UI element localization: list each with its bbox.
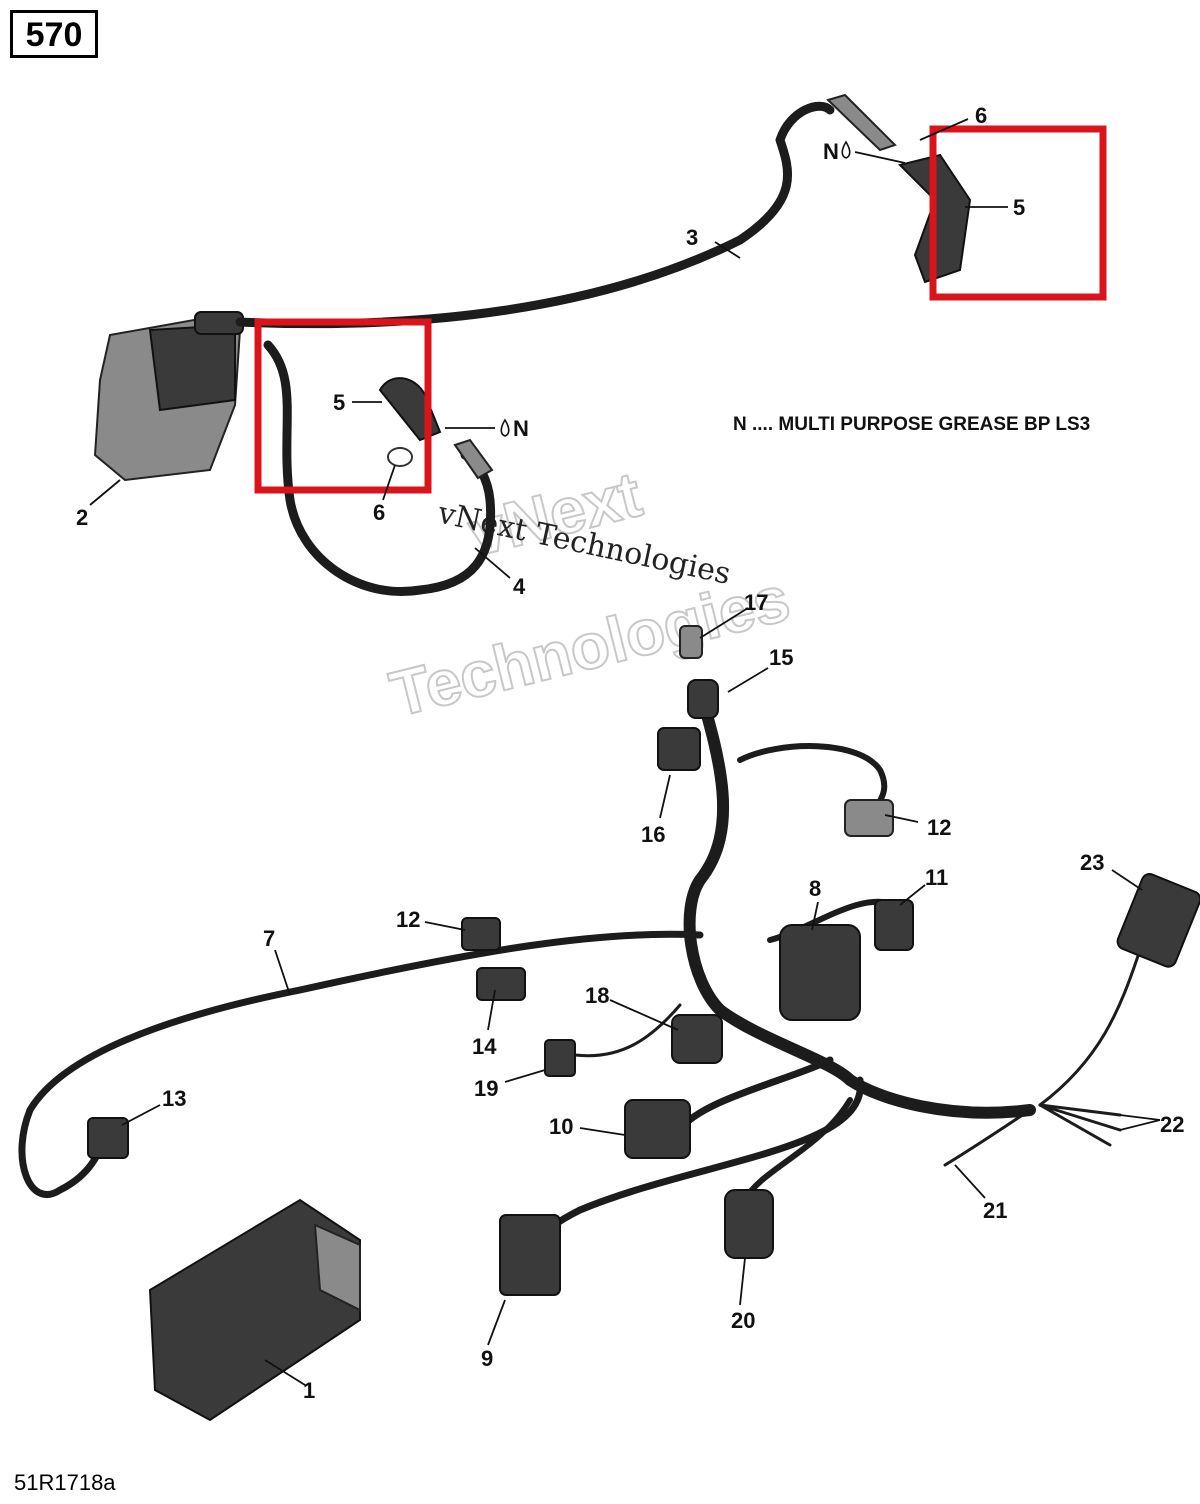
harness-branch-23	[1038, 948, 1142, 1107]
engine-wiring-harness	[18, 625, 1200, 1422]
highlight-box-right	[929, 125, 1107, 301]
harness-branch-7	[18, 930, 704, 1198]
connector-17	[679, 625, 703, 659]
connector-23	[1116, 873, 1200, 968]
harness-branch-22	[1038, 1103, 1122, 1147]
callout-15: 15	[769, 645, 793, 670]
watermark: vNext Technologies vNext Technologies	[382, 457, 797, 732]
callout-6-right: 6	[975, 103, 987, 128]
callout-18: 18	[585, 983, 609, 1008]
callout-9: 9	[481, 1346, 493, 1371]
callout-12-left: 12	[396, 907, 420, 932]
harness-main-trunk	[683, 684, 1036, 1119]
callout-6-left: 6	[373, 500, 385, 525]
cable-3-end	[826, 93, 897, 152]
callout-19: 19	[474, 1076, 498, 1101]
harness-branch-9	[536, 1076, 864, 1244]
callout-14: 14	[472, 1034, 497, 1059]
connector-12-left	[461, 917, 501, 951]
callout-21: 21	[983, 1198, 1007, 1223]
connector-19	[544, 1039, 576, 1077]
leader-lines	[89, 118, 1161, 1386]
connector-11	[874, 899, 914, 951]
connector-15	[687, 679, 719, 719]
connector-8-relay	[779, 924, 861, 1021]
callout-7: 7	[263, 926, 275, 951]
connector-16	[657, 727, 701, 771]
grease-drop-icon	[841, 140, 851, 159]
harness-branch-20	[742, 1097, 853, 1203]
highlight-box-left	[254, 318, 432, 494]
callout-2: 2	[76, 505, 88, 530]
callout-22: 22	[1160, 1112, 1184, 1137]
callout-10: 10	[549, 1114, 573, 1139]
connector-12-top	[844, 799, 894, 837]
connector-14	[476, 967, 526, 1001]
ignition-coil-body	[148, 323, 236, 412]
harness-branch-12-top	[737, 743, 888, 813]
callout-5-right: 5	[1013, 195, 1025, 220]
callout-numbers: 1 2 3 4 5 5 6 6 7 8 9 10 11 12 12 13 14 …	[76, 103, 1184, 1403]
connector-18	[671, 1014, 723, 1064]
callout-5-left: 5	[333, 390, 345, 415]
callout-4: 4	[513, 574, 526, 599]
cable-4-end	[453, 438, 494, 480]
harness-branch-10	[676, 1056, 834, 1134]
connector-20	[724, 1189, 774, 1259]
grease-label-left: N	[513, 416, 529, 441]
callout-23: 23	[1080, 850, 1104, 875]
callout-16: 16	[641, 822, 665, 847]
spark-plug-cable-4	[263, 340, 496, 596]
connector-10	[624, 1099, 691, 1159]
harness-branch-19	[573, 1003, 682, 1058]
spark-plug-cable-3	[235, 101, 835, 329]
callout-11: 11	[925, 865, 948, 890]
spring-clip-left	[387, 447, 413, 467]
callout-3: 3	[686, 225, 698, 250]
grease-label-right: N	[823, 139, 839, 164]
grease-symbols: N N	[500, 139, 851, 441]
callout-1: 1	[303, 1378, 315, 1403]
ignition-assembly	[93, 93, 972, 596]
callout-8: 8	[809, 876, 821, 901]
callout-17: 17	[744, 590, 768, 615]
callout-13: 13	[162, 1086, 186, 1111]
callout-20: 20	[731, 1308, 755, 1333]
grease-drop-icon	[500, 418, 510, 437]
callout-12-right: 12	[927, 815, 951, 840]
grease-note: N .... MULTI PURPOSE GREASE BP LS3	[733, 414, 1090, 435]
page-number-tag: 570	[10, 10, 98, 58]
connector-13	[87, 1117, 129, 1159]
harness-branch-21	[943, 1108, 1032, 1167]
connector-9	[499, 1214, 561, 1296]
figure-code: 51R1718a	[14, 1470, 116, 1495]
engine-control-module	[148, 1198, 361, 1422]
